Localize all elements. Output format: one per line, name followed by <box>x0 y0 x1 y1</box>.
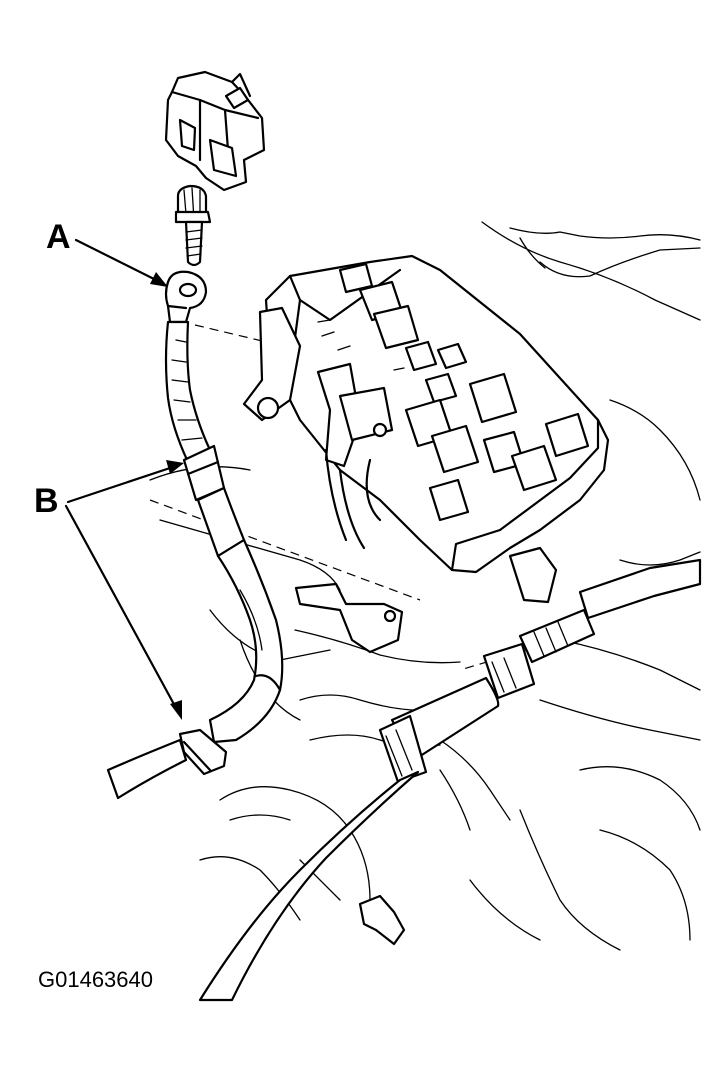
callout-leader-b <box>64 460 184 720</box>
callout-leader-a <box>74 238 168 287</box>
terminal-cover-cap <box>164 70 266 192</box>
figure-id: G01463640 <box>38 967 153 992</box>
battery-cable <box>106 320 284 800</box>
terminal-bolt <box>174 184 212 267</box>
callout-label-a: A <box>46 218 71 256</box>
fuse-relay-box <box>242 254 610 574</box>
mounting-bracket <box>294 546 558 654</box>
hose-line <box>198 558 702 1002</box>
callout-label-b: B <box>34 482 59 520</box>
cable-ring-terminal <box>164 270 208 324</box>
